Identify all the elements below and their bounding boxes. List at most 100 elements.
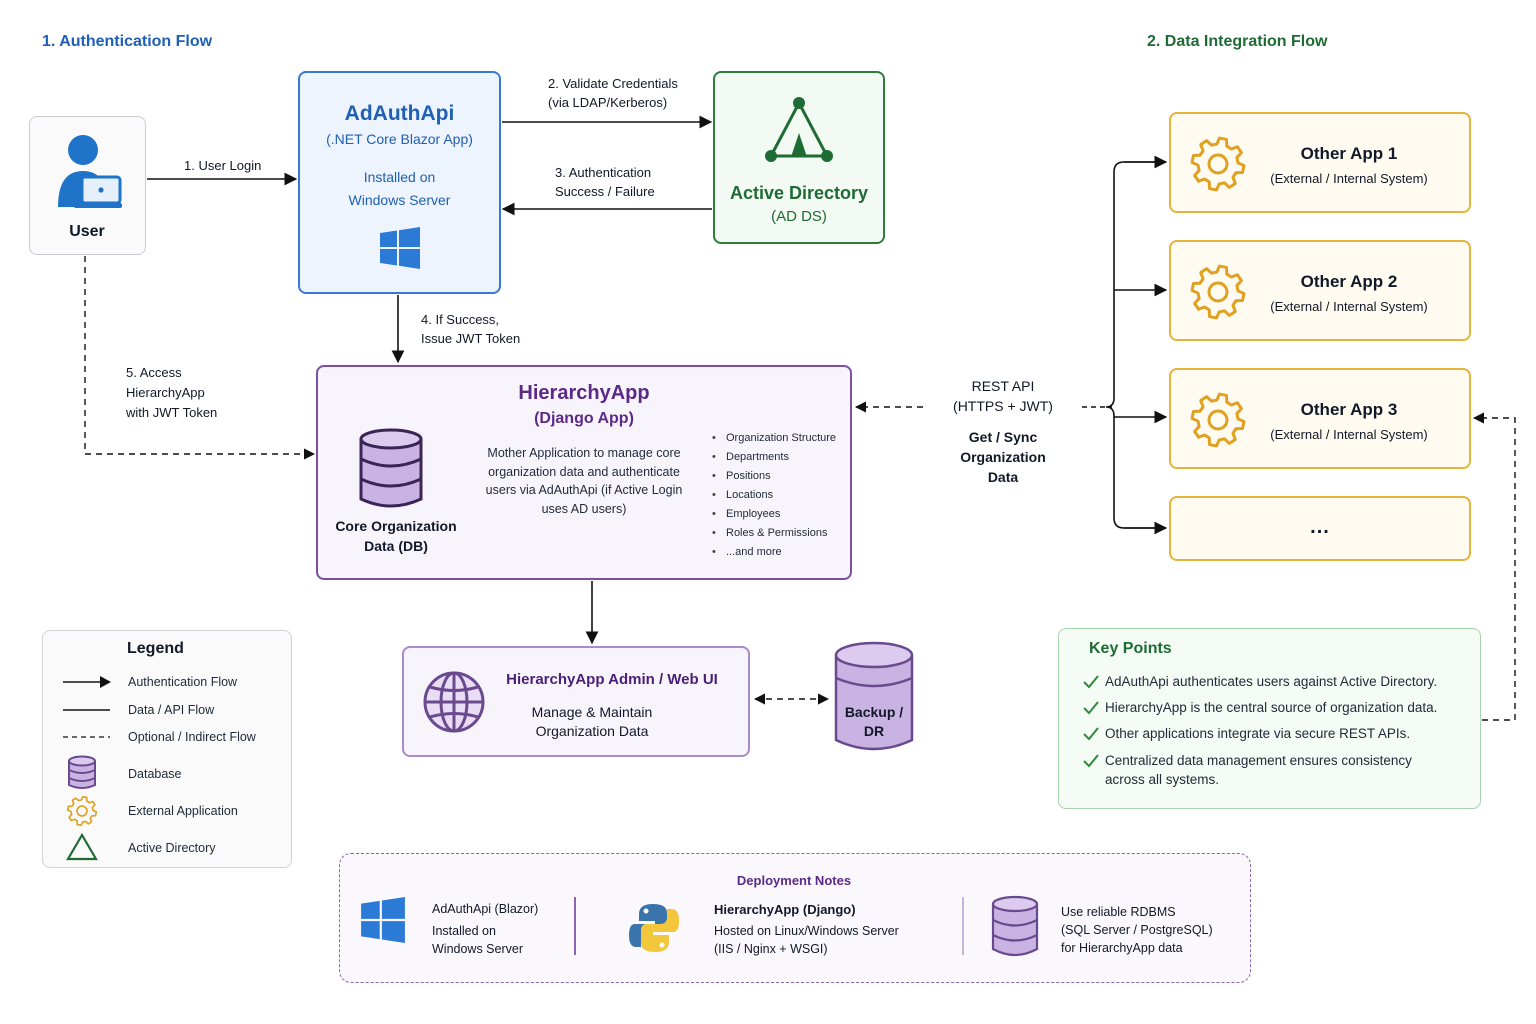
adauthapi-node[interactable]: AdAuthApi (.NET Core Blazor App) Install… — [298, 71, 501, 294]
database-icon — [991, 895, 1039, 957]
other-app-3-node[interactable]: Other App 3 (External / Internal System) — [1169, 368, 1471, 469]
adauthapi-title: AdAuthApi — [344, 102, 455, 125]
legend-data-flow: Data / API Flow — [128, 703, 215, 717]
key-point-item: AdAuthApi authenticates users against Ac… — [1083, 672, 1473, 691]
key-point-text: Centralized data management ensures cons… — [1105, 753, 1412, 787]
admin-ui-title: HierarchyApp Admin / Web UI — [506, 671, 718, 688]
gear-icon — [1190, 264, 1246, 320]
flow-auth-result-label-1: 3. Authentication — [555, 165, 652, 180]
bracket-apps — [1105, 161, 1166, 529]
database-icon — [359, 428, 423, 508]
legend-solid-line — [63, 709, 110, 711]
legend: Legend Authentication Flow Data / API Fl… — [42, 630, 292, 868]
key-point-text: AdAuthApi authenticates users against Ac… — [1105, 674, 1438, 689]
legend-auth-flow: Authentication Flow — [128, 675, 238, 689]
rest-api-line-2: (HTTPS + JWT) — [953, 398, 1053, 414]
gear-hub — [1207, 409, 1229, 431]
other-app-1-node[interactable]: Other App 1 (External / Internal System) — [1169, 112, 1471, 213]
list-item: Locations — [712, 486, 852, 505]
windows-icon — [361, 897, 405, 943]
sync-label: Get / Sync Organization Data — [930, 427, 1076, 487]
globe-icon — [423, 671, 485, 733]
key-point-item: Other applications integrate via secure … — [1083, 724, 1473, 743]
legend-gear-icon — [66, 795, 98, 827]
data-flow-title: 2. Data Integration Flow — [1147, 33, 1328, 50]
admin-ui-line-2: Organization Data — [535, 723, 649, 739]
flow-user-login-label: 1. User Login — [184, 158, 262, 173]
deploy-col3-line-3: for HierarchyApp data — [1061, 941, 1183, 955]
deployment-notes: Deployment Notes AdAuthApi (Blazor) Inst… — [339, 853, 1251, 983]
adauthapi-subtitle: (.NET Core Blazor App) — [326, 131, 473, 147]
other-app-2-node[interactable]: Other App 2 (External / Internal System) — [1169, 240, 1471, 341]
other-app-3-name: Other App 3 — [1300, 400, 1398, 419]
deploy-col1-line-2: Windows Server — [432, 942, 523, 956]
key-point-item: Centralized data management ensures cons… — [1083, 751, 1443, 789]
gear-outline — [1190, 392, 1246, 448]
ad-subtitle: (AD DS) — [771, 208, 827, 225]
more-apps-ellipsis: ... — [1310, 516, 1330, 538]
gear-outline — [1190, 136, 1246, 192]
rest-api-label: REST API (HTTPS + JWT) — [930, 376, 1076, 416]
deploy-divider — [962, 897, 964, 955]
sync-line-1: Get / Sync — [968, 429, 1038, 445]
adauthapi-server: Windows Server — [348, 192, 451, 208]
flow-auth-result-label-2: Success / Failure — [555, 184, 655, 199]
legend-dashed-line — [63, 736, 110, 738]
active-directory-node[interactable]: Active Directory (AD DS) — [713, 71, 885, 244]
legend-external-app: External Application — [128, 804, 238, 818]
hierarchyapp-title: HierarchyApp — [518, 382, 650, 404]
deploy-col1-title: AdAuthApi (Blazor) — [432, 902, 539, 916]
check-icon — [1083, 727, 1099, 741]
more-apps-node[interactable]: ... — [1169, 496, 1471, 561]
auth-flow-title: 1. Authentication Flow — [42, 33, 213, 50]
other-app-1-name: Other App 1 — [1300, 144, 1398, 163]
other-app-1-desc: (External / Internal System) — [1270, 171, 1428, 186]
arrow-access-hierarchy — [84, 256, 316, 460]
rest-api-line-1: REST API — [971, 378, 1035, 394]
flow-jwt-label-1: 4. If Success, — [421, 312, 500, 327]
deploy-divider — [574, 897, 576, 955]
check-icon — [1083, 701, 1099, 715]
admin-ui-node[interactable]: HierarchyApp Admin / Web UI Manage & Mai… — [402, 646, 750, 757]
gear-outline — [1190, 264, 1246, 320]
core-db-label-2: Data (DB) — [364, 538, 428, 554]
active-directory-icon — [765, 97, 833, 162]
gear-icon — [1190, 136, 1246, 192]
key-points-panel: Key Points AdAuthApi authenticates users… — [1058, 628, 1481, 809]
hierarchyapp-node[interactable]: HierarchyApp (Django App) Core Organizat… — [316, 365, 852, 580]
flow-access-label-2: HierarchyApp — [126, 385, 205, 400]
admin-ui-line-1: Manage & Maintain — [531, 704, 653, 720]
flow-validate-label-1: 2. Validate Credentials — [548, 76, 678, 91]
other-app-3-desc: (External / Internal System) — [1270, 427, 1428, 442]
deploy-col2-line-1: Hosted on Linux/Windows Server — [714, 924, 899, 938]
legend-title: Legend — [127, 640, 184, 657]
adauthapi-installed: Installed on — [363, 169, 436, 185]
sync-line-3: Data — [987, 469, 1019, 485]
list-item: ...and more — [712, 543, 852, 562]
legend-database: Database — [128, 767, 182, 781]
core-db-label-1: Core Organization — [335, 518, 457, 534]
flow-access-label-3: with JWT Token — [126, 405, 218, 420]
flow-validate-label-2: (via LDAP/Kerberos) — [548, 95, 668, 110]
key-points-title: Key Points — [1089, 640, 1172, 657]
legend-solid-arrow — [63, 676, 111, 688]
other-app-2-name: Other App 2 — [1300, 272, 1398, 291]
flow-access-label-1: 5. Access — [126, 365, 182, 380]
python-icon — [629, 904, 679, 952]
sync-line-2: Organization — [960, 449, 1046, 465]
deploy-col2-line-2: (IIS / Nginx + WSGI) — [714, 942, 828, 956]
hierarchyapp-description: Mother Application to manage core organi… — [485, 446, 683, 516]
user-label: User — [69, 223, 105, 240]
deploy-col2-title: HierarchyApp (Django) — [714, 902, 856, 917]
windows-icon — [380, 227, 420, 269]
backup-label-2: DR — [863, 723, 885, 739]
ad-title: Active Directory — [729, 183, 869, 203]
check-icon — [1083, 754, 1099, 768]
user-node[interactable]: User — [29, 116, 146, 255]
check-icon — [1083, 675, 1099, 689]
other-app-2-desc: (External / Internal System) — [1270, 299, 1428, 314]
deploy-col3-line-2: (SQL Server / PostgreSQL) — [1061, 923, 1213, 937]
deploy-col3-line-1: Use reliable RDBMS — [1061, 905, 1176, 919]
legend-optional-flow: Optional / Indirect Flow — [128, 730, 256, 744]
user-laptop-icon — [58, 135, 122, 208]
